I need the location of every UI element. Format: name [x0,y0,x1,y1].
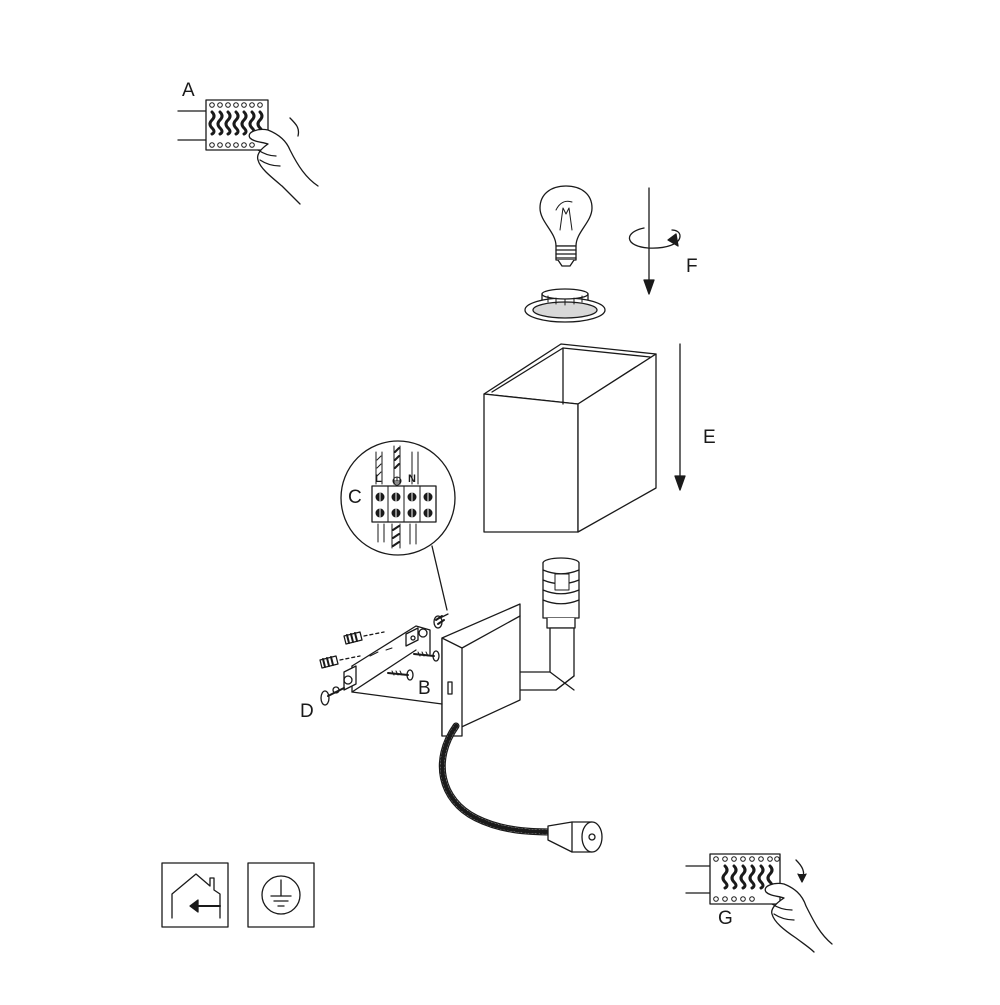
protective-earth-icon [247,862,315,928]
terminal-live-label: L [375,473,382,485]
light-bulb-icon [539,185,593,267]
step-a-label: A [182,80,195,101]
step-c-label: C [348,487,362,508]
lamp-shade-box [483,343,657,533]
step-g-label: G [718,908,733,929]
wall-mounting-plate [441,603,521,737]
rotate-arrow-icon [628,187,681,295]
terminal-block-step-g [685,853,833,953]
lamp-socket [542,557,580,629]
step-b-label: B [418,678,431,699]
indoor-use-house-icon [161,862,229,928]
step-e-label: E [703,427,716,448]
down-arrow-icon [674,343,686,491]
flexible-reading-arm [438,722,556,836]
terminal-neutral-label: N [408,473,416,485]
screws-and-plugs [319,613,449,706]
shade-ring [524,288,606,323]
terminal-block-step-a [177,99,319,205]
step-f-label: F [686,256,698,277]
wiring-detail-circle [340,440,456,611]
step-d-label: D [300,701,314,722]
led-reading-light-icon [547,821,603,853]
